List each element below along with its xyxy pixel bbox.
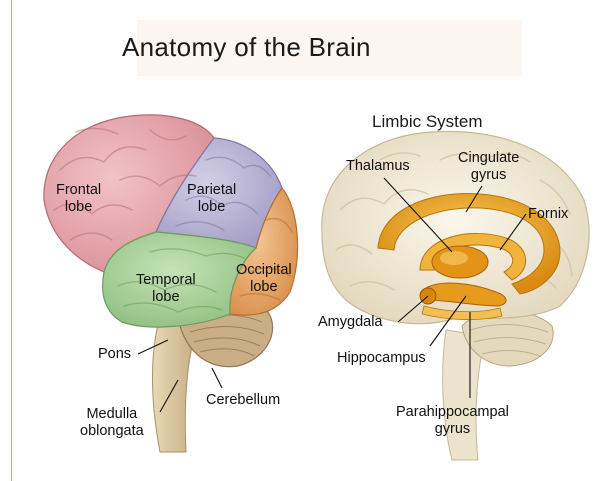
cerebellum-pointer [212, 368, 222, 388]
hippocampus-label: Hippocampus [337, 350, 426, 367]
limbic-system-title: Limbic System [372, 112, 483, 132]
pons-label: Pons [98, 346, 131, 363]
fornix-label: Fornix [528, 206, 568, 223]
cerebellum-label: Cerebellum [206, 392, 280, 409]
amygdala-label: Amygdala [318, 314, 382, 331]
thalamus-label: Thalamus [346, 158, 410, 175]
